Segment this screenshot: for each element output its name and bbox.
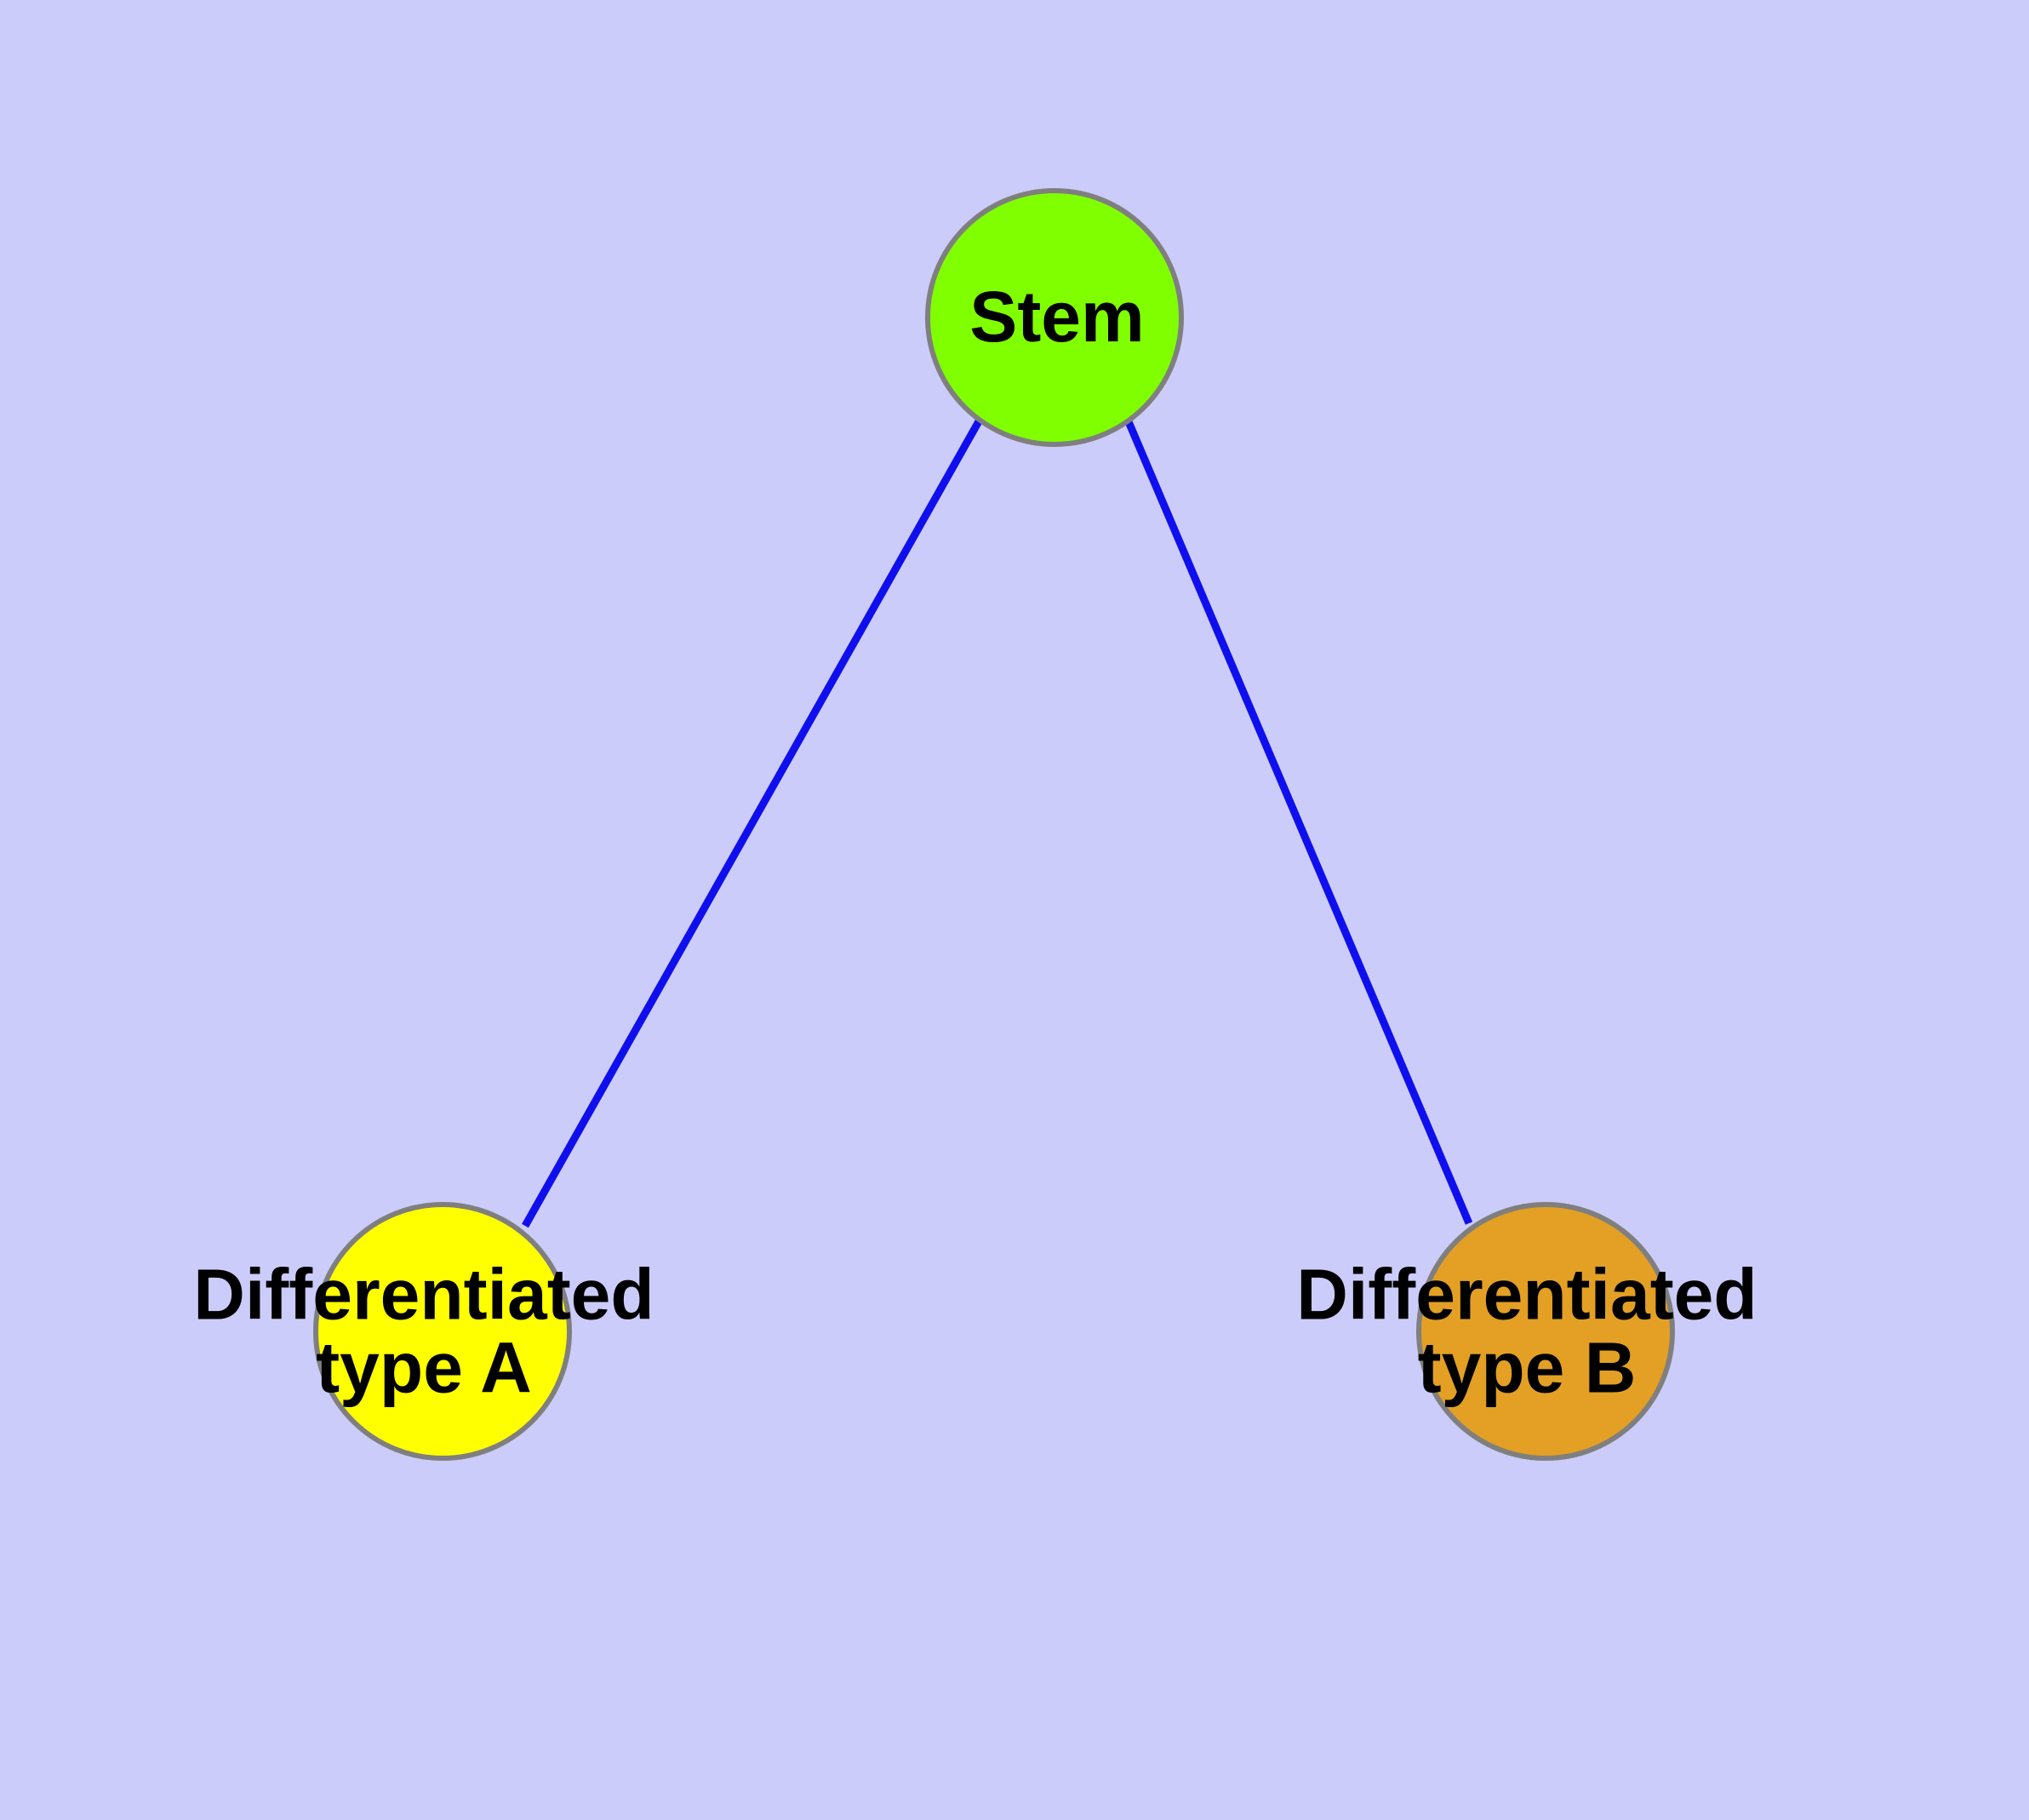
graph-edge-stem-to-diff-b[interactable]: [1123, 418, 1473, 1225]
graph-node-diff-b[interactable]: [1416, 1202, 1675, 1461]
graph-edge-stem-to-diff-a[interactable]: [522, 419, 982, 1228]
nodes-layer: [313, 188, 1675, 1461]
edges-layer: [522, 418, 1473, 1228]
graph-node-diff-a[interactable]: [313, 1202, 572, 1461]
graph-node-stem[interactable]: [925, 188, 1184, 447]
